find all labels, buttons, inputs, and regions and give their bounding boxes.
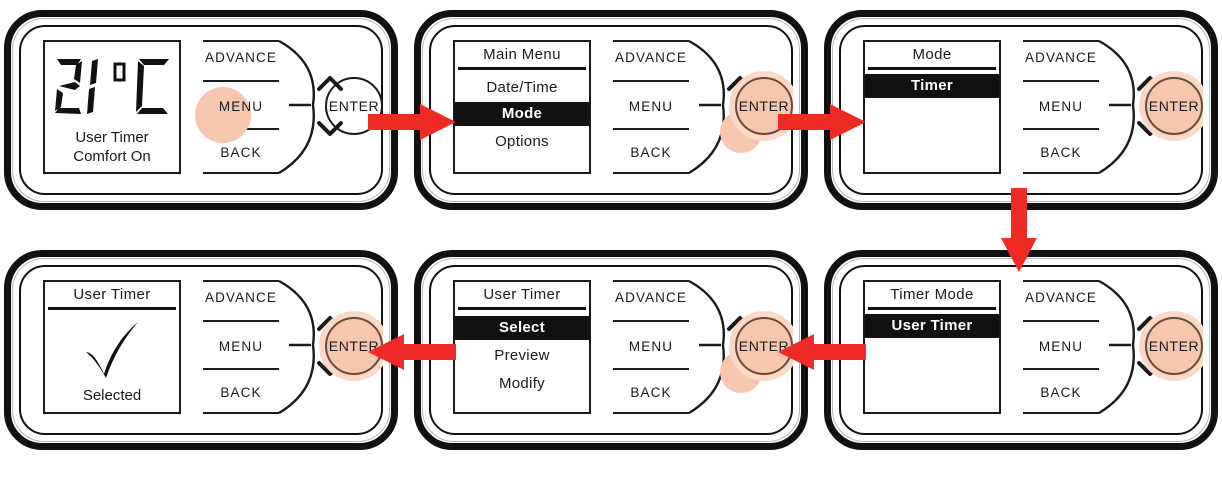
device-face: User Timer Comfort On ADVANCE MENU BACK … bbox=[19, 25, 383, 195]
menu-item-0-selected[interactable]: User Timer bbox=[865, 314, 999, 338]
status-line-2: Comfort On bbox=[73, 148, 151, 165]
lcd-header-rule bbox=[458, 307, 586, 310]
advance-label: ADVANCE bbox=[205, 50, 277, 65]
advance-label: ADVANCE bbox=[205, 290, 277, 305]
arrow-1-to-2-right bbox=[368, 103, 456, 141]
lcd-header: Timer Mode bbox=[890, 286, 974, 303]
back-label[interactable]: BACK bbox=[220, 385, 262, 400]
seven-segment-temperature bbox=[55, 59, 169, 114]
menu-highlight bbox=[195, 87, 251, 143]
menu-label[interactable]: MENU bbox=[1038, 99, 1084, 114]
lcd-header-rule bbox=[458, 67, 586, 70]
lcd-header-rule bbox=[868, 67, 996, 70]
enter-button[interactable]: ENTER bbox=[1145, 317, 1203, 375]
control-cluster-5: ADVANCE MENU BACK ENTER bbox=[601, 273, 793, 425]
arrow-3-to-6-down bbox=[1000, 188, 1038, 272]
lcd-screen-6: Timer Mode User Timer bbox=[863, 280, 1001, 414]
menu-item-2[interactable]: Modify bbox=[499, 375, 545, 392]
device-face: User Timer Selected ADVANCE MENU bbox=[19, 265, 383, 435]
device-face: Mode Timer ADVANCE MENU BACK ENTER bbox=[839, 25, 1203, 195]
menu-item-0[interactable]: Date/Time bbox=[486, 79, 558, 96]
enter-button[interactable]: ENTER bbox=[1145, 77, 1203, 135]
lcd-screen-5: User Timer Select Preview Modify bbox=[453, 280, 591, 414]
lcd-screen-2: Main Menu Date/Time Mode Options bbox=[453, 40, 591, 174]
arrow-2-to-3-right bbox=[778, 103, 866, 141]
menu-label[interactable]: MENU bbox=[218, 99, 264, 114]
control-cluster-4: ADVANCE MENU BACK ENTER bbox=[191, 273, 383, 425]
control-cluster-6: ADVANCE MENU BACK ENTER bbox=[1011, 273, 1203, 425]
menu-item-1-selected[interactable]: Mode bbox=[455, 102, 589, 126]
cluster-lines bbox=[1023, 279, 1163, 415]
arrow-6-to-5-left bbox=[778, 333, 866, 371]
lcd-header-rule bbox=[868, 307, 996, 310]
device-panel-2-main-menu: Main Menu Date/Time Mode Options ADVANCE… bbox=[414, 10, 808, 210]
lcd-status-lines: User Timer Comfort On bbox=[45, 128, 179, 166]
advance-label: ADVANCE bbox=[1025, 50, 1097, 65]
lcd-footer: Selected bbox=[82, 387, 142, 404]
back-label[interactable]: BACK bbox=[1040, 385, 1082, 400]
lcd-screen-4: User Timer Selected bbox=[43, 280, 181, 414]
menu-item-0-selected[interactable]: Timer bbox=[865, 74, 999, 98]
menu-item-1[interactable]: Preview bbox=[494, 347, 550, 364]
device-panel-5-user-timer: User Timer Select Preview Modify ADVANCE… bbox=[414, 250, 808, 450]
lcd-header: User Timer bbox=[73, 286, 151, 303]
device-face: Main Menu Date/Time Mode Options ADVANCE… bbox=[429, 25, 793, 195]
device-panel-4-selected: User Timer Selected ADVANCE MENU bbox=[4, 250, 398, 450]
menu-label[interactable]: MENU bbox=[218, 339, 264, 354]
lcd-screen-3: Mode Timer bbox=[863, 40, 1001, 174]
enter-button[interactable]: ENTER bbox=[325, 77, 383, 135]
advance-label: ADVANCE bbox=[615, 50, 687, 65]
control-cluster-1: ADVANCE MENU BACK ENTER bbox=[191, 33, 383, 185]
temperature-display bbox=[45, 56, 179, 118]
device-panel-1-home: User Timer Comfort On ADVANCE MENU BACK … bbox=[4, 10, 398, 210]
back-label[interactable]: BACK bbox=[220, 145, 262, 160]
cluster-lines bbox=[1023, 39, 1163, 175]
check-mark-icon bbox=[86, 322, 138, 378]
advance-label: ADVANCE bbox=[1025, 290, 1097, 305]
menu-label[interactable]: MENU bbox=[628, 339, 674, 354]
control-cluster-2: ADVANCE MENU BACK ENTER bbox=[601, 33, 793, 185]
device-face: Timer Mode User Timer ADVANCE MENU BACK … bbox=[839, 265, 1203, 435]
device-face: User Timer Select Preview Modify ADVANCE… bbox=[429, 265, 793, 435]
control-cluster-3: ADVANCE MENU BACK ENTER bbox=[1011, 33, 1203, 185]
lcd-header: User Timer bbox=[483, 286, 561, 303]
menu-item-2[interactable]: Options bbox=[495, 133, 549, 150]
menu-label[interactable]: MENU bbox=[1038, 339, 1084, 354]
menu-item-0-selected[interactable]: Select bbox=[455, 316, 589, 340]
lcd-screen-1: User Timer Comfort On bbox=[43, 40, 181, 174]
status-line-1: User Timer bbox=[75, 129, 149, 146]
enter-button[interactable]: ENTER bbox=[325, 317, 383, 375]
advance-label: ADVANCE bbox=[615, 290, 687, 305]
lcd-header: Main Menu bbox=[483, 46, 561, 63]
arrow-5-to-4-left bbox=[368, 333, 456, 371]
back-label[interactable]: BACK bbox=[630, 385, 672, 400]
lcd-header: Mode bbox=[912, 46, 952, 63]
menu-label[interactable]: MENU bbox=[628, 99, 674, 114]
back-label[interactable]: BACK bbox=[630, 145, 672, 160]
device-panel-6-timer-mode: Timer Mode User Timer ADVANCE MENU BACK … bbox=[824, 250, 1218, 450]
lcd-header-rule bbox=[48, 307, 176, 310]
device-panel-3-mode: Mode Timer ADVANCE MENU BACK ENTER bbox=[824, 10, 1218, 210]
back-label[interactable]: BACK bbox=[1040, 145, 1082, 160]
